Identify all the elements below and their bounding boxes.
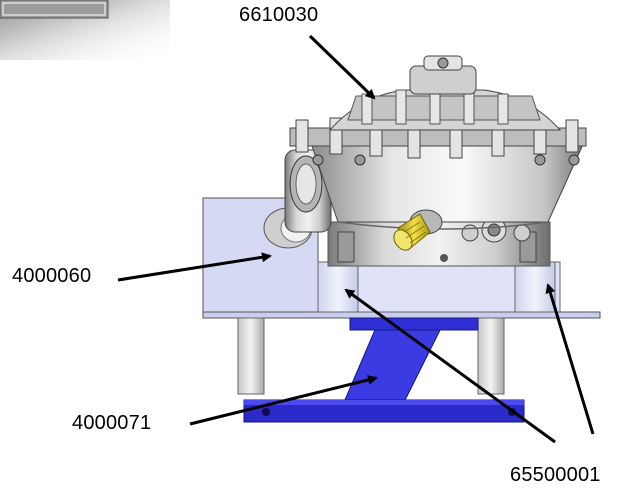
yellow-fitting (393, 209, 443, 251)
arrow-left-upper (117, 252, 272, 282)
arrow-left-lower (189, 375, 378, 426)
label-left-upper: 4000060 (12, 265, 92, 287)
label-left-lower: 4000071 (72, 412, 152, 434)
side-port (263, 149, 332, 249)
support-posts (237, 317, 505, 395)
corner-decoration (0, 0, 170, 60)
label-top: 6610030 (239, 4, 319, 26)
label-bottom-right: 65500001 (510, 464, 601, 486)
arrow-bottom-a (344, 288, 556, 444)
callout-arrows (117, 34, 595, 444)
arrow-top (308, 34, 376, 100)
arrow-bottom-b (545, 283, 595, 435)
regulator-body (289, 55, 587, 230)
